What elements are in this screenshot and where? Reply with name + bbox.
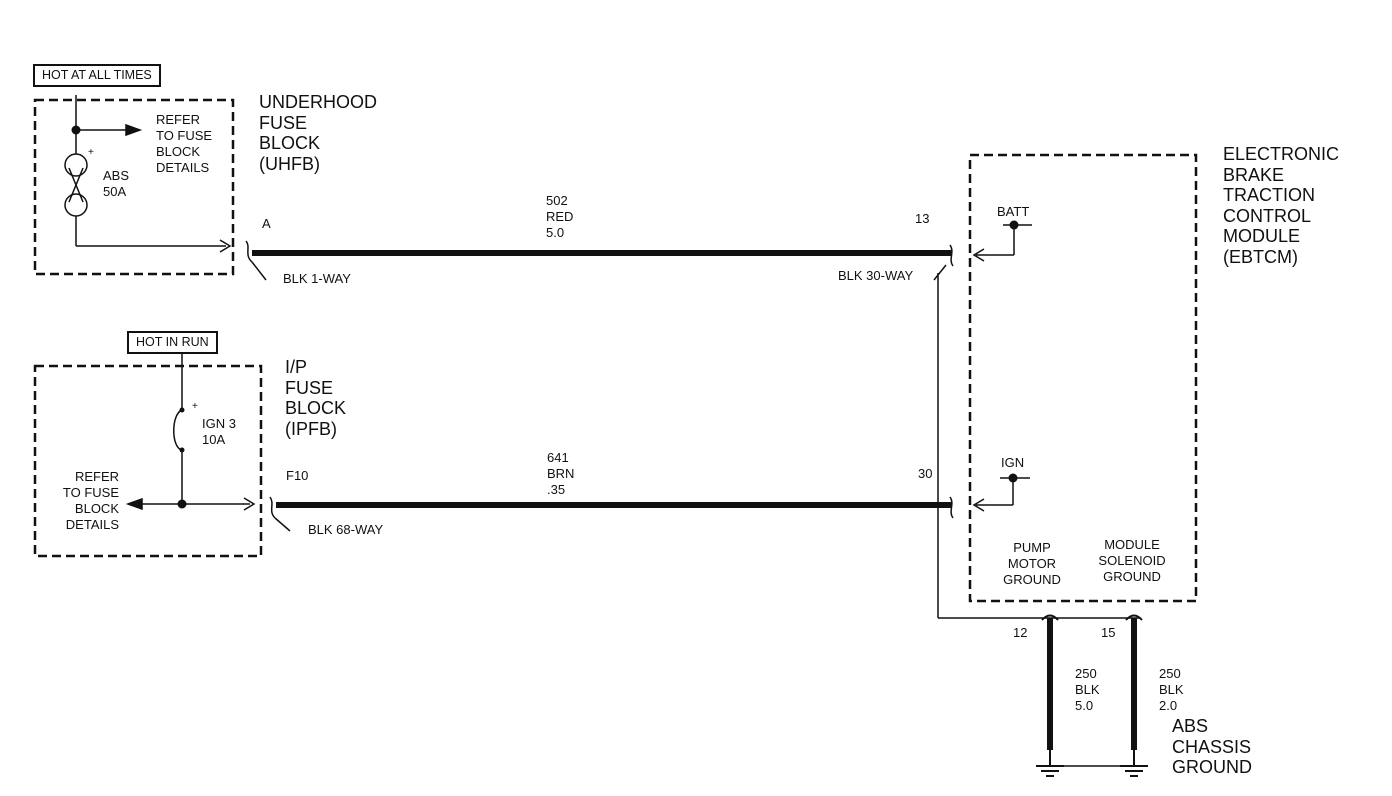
uhfb-pin-label: A <box>262 216 271 231</box>
ipfb-output-arrow-icon <box>243 497 256 511</box>
ipfb-refer-arrow-icon <box>125 497 143 511</box>
ebtcm-outline <box>968 153 1198 603</box>
uhfb-refer-note: REFER TO FUSE BLOCK DETAILS <box>156 112 213 175</box>
ign3-fuse-icon <box>173 409 183 451</box>
ign3-fuse-polarity: + <box>192 401 198 412</box>
batt-input-arrow-icon <box>972 248 985 262</box>
uhfb-output-arrow-icon <box>219 239 232 253</box>
abs-fuse-bottom-icon <box>64 193 88 217</box>
hot-in-run-label: HOT IN RUN <box>127 331 218 354</box>
ipfb-connector-label: BLK 68-WAY <box>308 522 384 537</box>
uhfb-splice-icon <box>71 125 81 135</box>
ebtcm-title: ELECTRONIC BRAKE TRACTION CONTROL MODULE… <box>1223 144 1340 267</box>
abs-fuse-top-icon <box>64 153 88 177</box>
ign-terminal-icon <box>1008 473 1018 483</box>
module-solenoid-ground-label: MODULE SOLENOID GROUND <box>1098 537 1166 584</box>
ipfb-splice-icon <box>177 499 187 509</box>
ebtcm-pin13-label: 13 <box>915 211 930 226</box>
uhfb-refer-arrow-icon <box>125 123 143 137</box>
underhood-fuse-block-outline <box>33 98 235 276</box>
batt-terminal-icon <box>1009 220 1019 230</box>
ebtcm-connector-label: BLK 30-WAY <box>838 268 914 283</box>
ipfb-pin-label: F10 <box>286 468 309 483</box>
pump-ground-wire-label: 250 BLK 5.0 <box>1075 666 1100 713</box>
ip-fuse-block-title: I/P FUSE BLOCK (IPFB) <box>285 357 347 439</box>
ebtcm-pin30-label: 30 <box>918 466 933 481</box>
underhood-fuse-block-title: UNDERHOOD FUSE BLOCK (UHFB) <box>259 92 378 174</box>
ign-input-arrow-icon <box>972 498 985 512</box>
solenoid-ground-wire-label: 250 BLK 2.0 <box>1159 666 1184 713</box>
wire-502-label: 502 RED 5.0 <box>546 193 574 240</box>
pin15-connector-mark <box>1125 614 1143 621</box>
abs-chassis-ground-label: ABS CHASSIS GROUND <box>1172 716 1252 777</box>
ip-fuse-block-outline <box>33 364 263 558</box>
ipfb-connector-leader <box>274 517 291 532</box>
pin12-label: 12 <box>1013 625 1028 640</box>
abs-fuse-label: ABS 50A <box>103 168 130 199</box>
abs-fuse-polarity: + <box>88 147 94 158</box>
uhfb-connector-mark <box>245 240 253 263</box>
batt-label: BATT <box>997 204 1030 219</box>
pin12-connector-mark <box>1041 614 1059 621</box>
uhfb-connector-label: BLK 1-WAY <box>283 271 351 286</box>
fuse-top-dot-icon <box>179 407 185 413</box>
ebtcm-connector-leader <box>933 264 947 281</box>
hot-at-all-times-label: HOT AT ALL TIMES <box>33 64 161 87</box>
uhfb-connector-leader <box>251 261 267 281</box>
abs-fuse-link-icon <box>68 167 84 203</box>
fuse-bottom-dot-icon <box>179 447 185 453</box>
ign3-fuse-label: IGN 3 10A <box>202 416 236 447</box>
ipfb-refer-note: REFER TO FUSE BLOCK DETAILS <box>62 469 119 532</box>
wire-641-label: 641 BRN .35 <box>547 450 575 497</box>
ipfb-connector-mark <box>269 496 276 519</box>
pin15-label: 15 <box>1101 625 1116 640</box>
ign-label: IGN <box>1001 455 1025 470</box>
pump-motor-ground-label: PUMP MOTOR GROUND <box>1003 540 1061 587</box>
